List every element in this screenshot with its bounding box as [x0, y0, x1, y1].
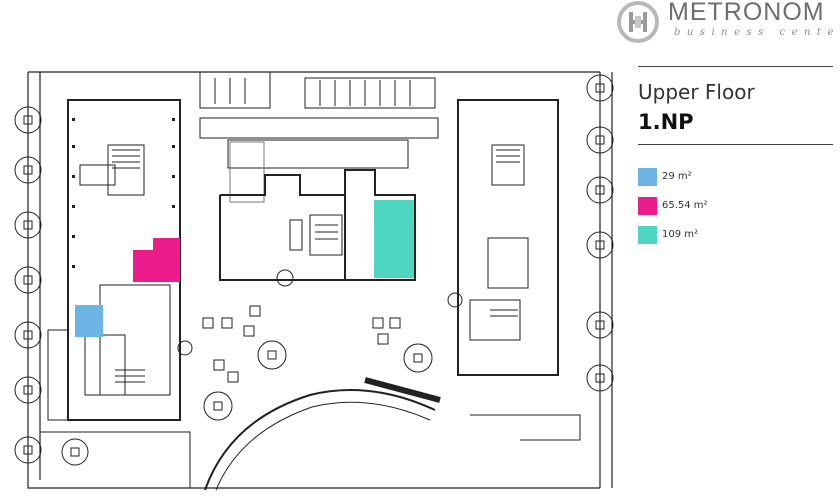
legend-swatch	[638, 168, 657, 186]
legend-label: 109 m²	[662, 229, 699, 240]
floor-plan-map	[14, 71, 614, 491]
central-building	[219, 169, 416, 281]
tree-row-right	[586, 74, 614, 392]
curved-entrance	[204, 377, 441, 491]
brand-name: METRONOM	[668, 0, 825, 26]
divider-top	[638, 66, 833, 67]
unit-29m2[interactable]	[75, 305, 103, 337]
central-core	[289, 214, 343, 256]
brand-logo: METRONOM business center	[612, 0, 840, 46]
legend-swatch	[638, 197, 657, 215]
floor-name: Upper Floor	[638, 80, 755, 104]
brand-tagline: business center	[674, 27, 840, 38]
left-wing-core	[47, 144, 171, 421]
unit-109m2[interactable]	[374, 200, 414, 278]
divider-bottom	[638, 144, 833, 145]
lower-edge	[40, 414, 581, 488]
legend-label: 65.54 m²	[662, 200, 708, 211]
legend-swatch	[638, 226, 657, 244]
legend-label: 29 m²	[662, 171, 692, 182]
right-wing	[457, 99, 559, 376]
floor-code: 1.NP	[638, 110, 694, 134]
central-parking	[199, 71, 439, 203]
unit-65-54m2[interactable]	[133, 238, 180, 282]
metronom-logo-icon	[617, 1, 659, 43]
left-wing-columns	[72, 118, 175, 268]
tree-row-left	[14, 106, 42, 464]
right-wing-core	[469, 144, 529, 341]
outer-site-lines	[27, 71, 613, 489]
courtyard-planters	[61, 269, 463, 466]
